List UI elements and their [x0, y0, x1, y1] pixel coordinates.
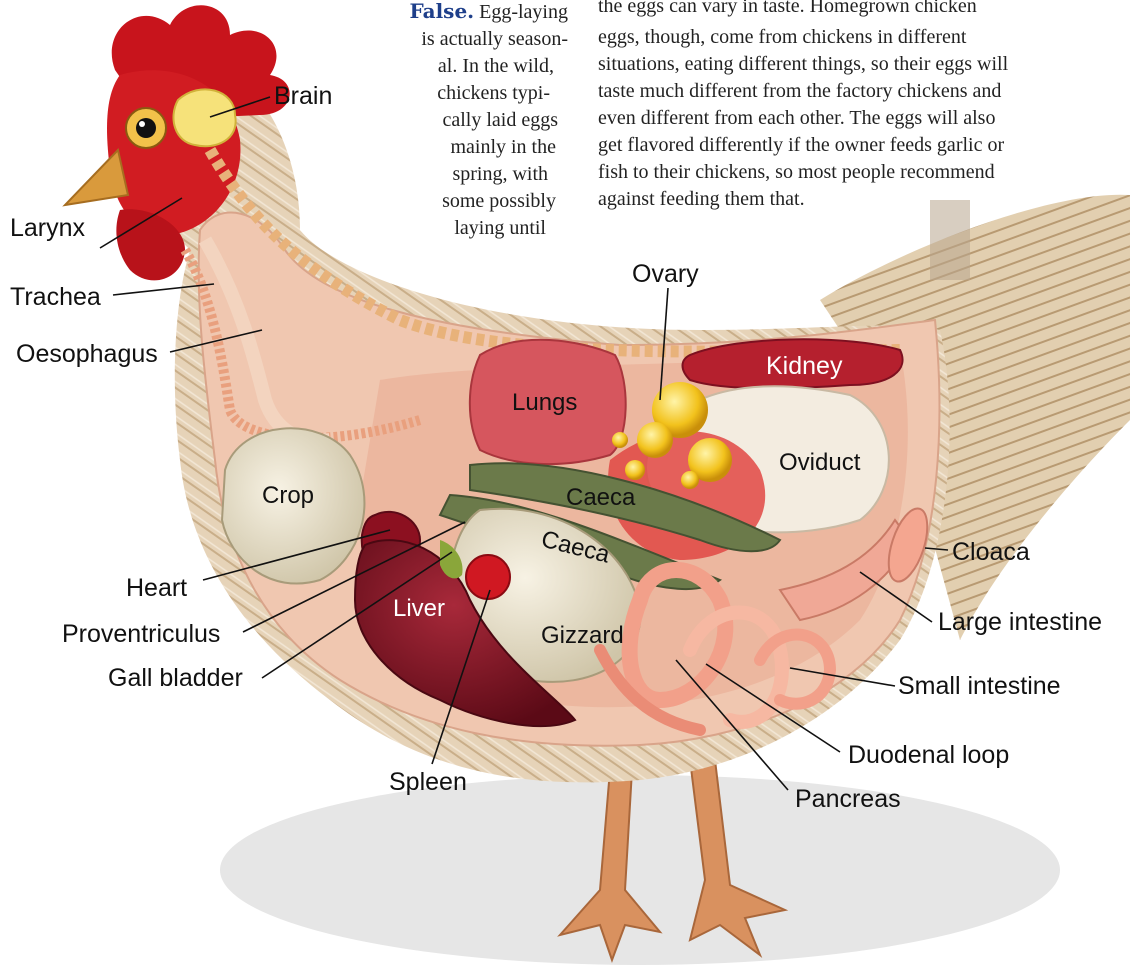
- label-liver: Liver: [393, 595, 445, 622]
- note-left-line-3: al. In the wild,: [438, 55, 554, 77]
- label-trachea: Trachea: [10, 283, 101, 311]
- note-left-line-6: mainly in the: [450, 136, 556, 158]
- note-left: False. Egg-laying is actually season- al…: [410, 0, 568, 239]
- label-larynx: Larynx: [10, 214, 86, 242]
- label-oviduct: Oviduct: [779, 449, 861, 476]
- label-gall-bladder: Gall bladder: [108, 664, 243, 692]
- tail-shadow: [930, 200, 970, 280]
- label-cloaca: Cloaca: [952, 538, 1030, 566]
- note-right-line-8: against feeding them that.: [598, 188, 805, 210]
- note-left-line-7: spring, with: [452, 163, 548, 185]
- note-right-line-6: get flavored differently if the owner fe…: [598, 134, 1004, 156]
- note-right-line-7: fish to their chickens, so most people r…: [598, 161, 995, 183]
- note-right-line-5: even different from each other. The eggs…: [598, 107, 995, 129]
- note-left-line-8: some possibly: [442, 190, 556, 212]
- note-right-line-3: situations, eating different things, so …: [598, 53, 1009, 75]
- label-gizzard: Gizzard: [541, 622, 624, 649]
- label-oesophagus: Oesophagus: [16, 340, 158, 368]
- label-duodenal-loop: Duodenal loop: [848, 741, 1009, 769]
- label-kidney: Kidney: [766, 352, 843, 380]
- label-small-intestine: Small intestine: [898, 672, 1061, 700]
- label-proventriculus: Proventriculus: [62, 620, 220, 648]
- label-lungs: Lungs: [512, 389, 577, 416]
- label-pancreas: Pancreas: [795, 785, 901, 813]
- label-brain: Brain: [274, 82, 332, 110]
- note-right: the eggs can vary in taste. Homegrown ch…: [598, 0, 1009, 210]
- label-spleen: Spleen: [389, 768, 467, 796]
- spleen-organ: [466, 555, 510, 599]
- ground-shadow: [220, 775, 1060, 965]
- beak: [65, 150, 128, 205]
- note-left-line-9: laying until: [454, 217, 546, 239]
- label-crop: Crop: [262, 482, 314, 509]
- note-right-line-1: the eggs can vary in taste. Homegrown ch…: [598, 0, 977, 17]
- label-ovary: Ovary: [632, 260, 699, 288]
- note-left-line-5: cally laid eggs: [442, 109, 558, 131]
- note-left-line-4: chickens typi-: [437, 82, 550, 104]
- label-large-intestine: Large intestine: [938, 608, 1102, 636]
- brain-organ: [173, 89, 235, 146]
- note-left-line-2: is actually season-: [421, 28, 568, 50]
- note-left-line-1: False. Egg-laying: [410, 0, 568, 23]
- label-caeca-1: Caeca: [566, 484, 636, 511]
- note-right-line-2: eggs, though, come from chickens in diff…: [598, 26, 967, 48]
- eye-pupil: [136, 118, 156, 138]
- label-heart: Heart: [126, 574, 187, 602]
- note-right-line-4: taste much different from the factory ch…: [598, 80, 1001, 102]
